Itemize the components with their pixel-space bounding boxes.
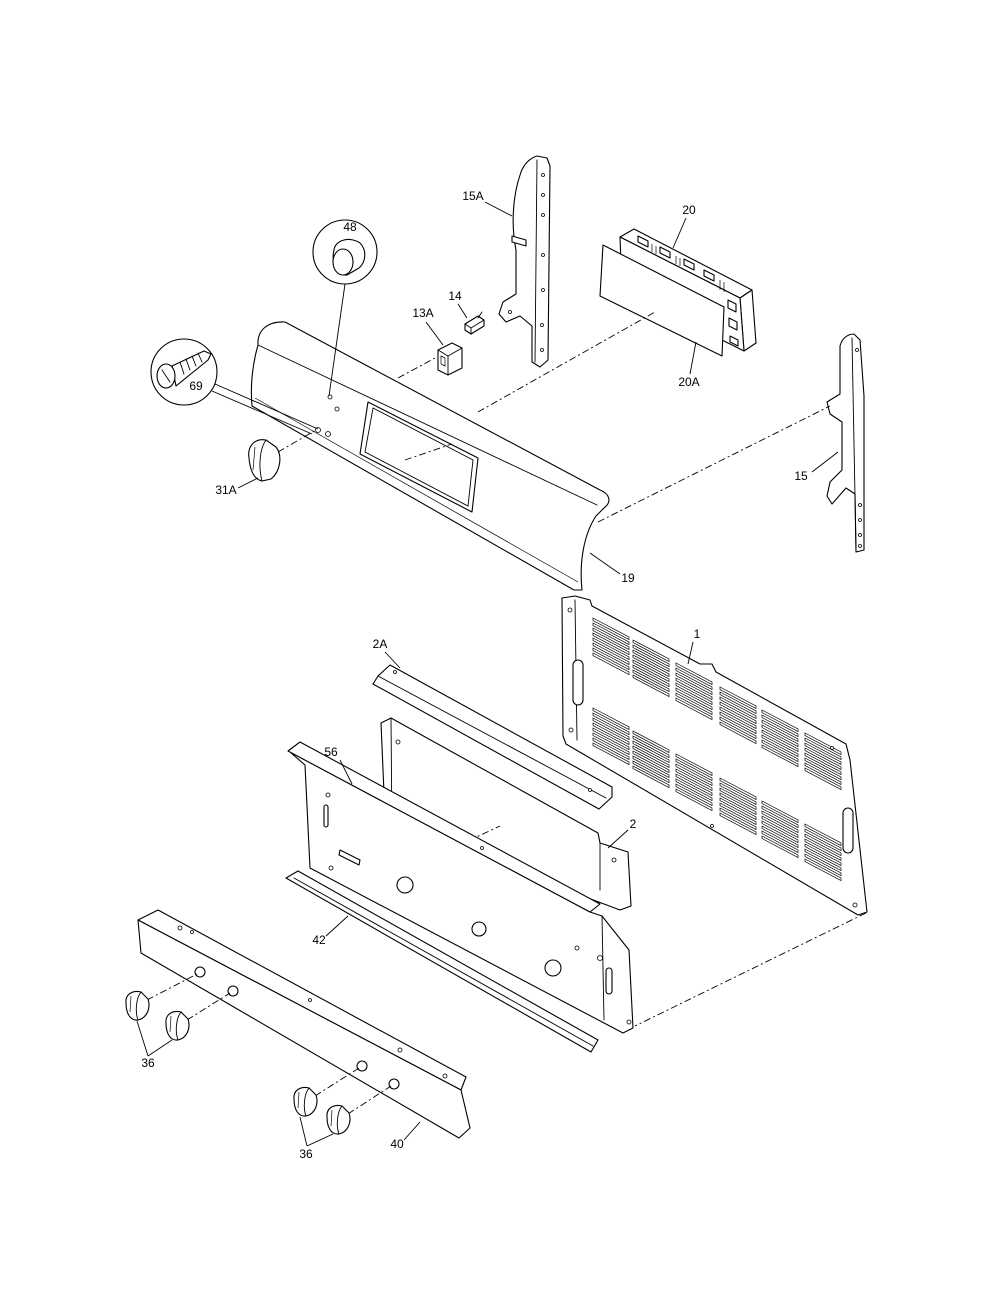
leader-line <box>484 201 513 217</box>
overlay-panel <box>599 244 725 357</box>
callout-label-2A: 2A <box>373 637 388 651</box>
leader-line <box>306 1133 334 1147</box>
leader-line <box>672 217 687 249</box>
knob-holes <box>194 966 400 1090</box>
leader-line <box>299 1116 308 1147</box>
leader-line <box>589 552 621 575</box>
part-36-knob <box>293 1086 318 1117</box>
vent-panel-body <box>561 595 868 916</box>
part-19-control-panel <box>250 321 610 591</box>
manifold-panel-slot <box>338 849 361 866</box>
explode-line <box>634 912 867 1027</box>
part-36-knob <box>125 990 150 1021</box>
part-36-knob <box>165 1010 190 1041</box>
bracket-fold <box>851 337 857 551</box>
explode-line <box>454 825 501 848</box>
leader-line <box>607 829 629 849</box>
part-69-screw-callout <box>150 338 218 406</box>
bracket-tab <box>511 235 527 247</box>
cover-front <box>137 919 471 1139</box>
bracket-body <box>498 155 551 368</box>
panel-holes <box>315 394 340 437</box>
manifold-panel-fold <box>601 915 605 1021</box>
leader-line <box>457 303 468 319</box>
panel-front-top-edge <box>257 344 598 506</box>
part-36-knob <box>326 1104 351 1135</box>
cover-top <box>137 909 467 1091</box>
vent-panel-slot <box>842 807 854 854</box>
part-14-component <box>464 311 485 335</box>
vent-panel-slot <box>572 659 584 706</box>
callout-label-15A: 15A <box>462 189 483 203</box>
board-components <box>637 235 739 347</box>
leader-line <box>136 1020 149 1057</box>
screw-threads <box>179 352 203 375</box>
leader-line <box>687 641 694 665</box>
part-15-end-bracket <box>826 333 865 553</box>
bracket-fold <box>534 159 538 363</box>
bracket-holes <box>508 173 545 352</box>
leader-line <box>325 915 349 937</box>
callout-label-20A: 20A <box>678 375 699 389</box>
part-31A-knob <box>248 439 281 482</box>
callout-label-48: 48 <box>343 220 357 234</box>
cover-holes <box>177 925 448 1079</box>
display-window <box>359 401 479 513</box>
vent-panel-holes <box>567 607 858 908</box>
leader-line <box>403 1121 421 1141</box>
part-20A-overlay <box>599 244 725 357</box>
part-1-vent-panel <box>561 595 868 916</box>
part-13A-switch <box>437 342 463 376</box>
bracket-holes <box>855 348 862 548</box>
valve-holes <box>396 876 562 977</box>
callout-label-36: 36 <box>141 1056 155 1070</box>
part-48-button-callout <box>312 219 378 285</box>
part-40-front-cover <box>137 909 471 1139</box>
screw-slot <box>161 369 171 383</box>
callout-label-2: 2 <box>630 817 637 831</box>
button-face <box>332 248 354 276</box>
callout-label-14: 14 <box>448 289 462 303</box>
callout-label-36: 36 <box>299 1147 313 1161</box>
display-window-inner <box>364 407 474 507</box>
callout-label-31A: 31A <box>215 483 236 497</box>
callout-label-56: 56 <box>324 745 338 759</box>
leader-line <box>328 283 346 397</box>
callout-label-15: 15 <box>794 469 808 483</box>
callout-label-69: 69 <box>189 379 203 393</box>
callout-label-19: 19 <box>621 571 635 585</box>
leader-line <box>384 651 401 669</box>
callout-label-42: 42 <box>312 933 326 947</box>
manifold-panel-flange <box>287 741 601 913</box>
callout-label-20: 20 <box>682 203 696 217</box>
bracket-body <box>826 333 865 553</box>
leader-line <box>147 1039 173 1057</box>
manifold-panel-slot <box>605 967 613 995</box>
leader-line <box>339 759 353 785</box>
leader-line <box>211 390 313 435</box>
part-2A-trim-strip <box>372 664 613 810</box>
callout-label-40: 40 <box>390 1137 404 1151</box>
part-15A-end-bracket <box>498 155 551 368</box>
part-56-manifold-panel <box>287 741 634 1034</box>
leader-line <box>811 451 839 473</box>
panel-bottom-lip <box>254 397 579 583</box>
explode-lines-knobs <box>146 973 392 1115</box>
callout-label-1: 1 <box>694 627 701 641</box>
explode-lines-upper <box>277 311 831 523</box>
leader-line <box>425 321 444 346</box>
leader-line <box>237 477 259 489</box>
callout-label-13A: 13A <box>412 306 433 320</box>
manifold-panel-slot <box>323 804 329 828</box>
leader-line <box>689 341 697 375</box>
part-42-strip <box>285 870 599 1053</box>
leader-line <box>214 383 319 430</box>
manifold-panel-holes <box>325 792 632 1025</box>
